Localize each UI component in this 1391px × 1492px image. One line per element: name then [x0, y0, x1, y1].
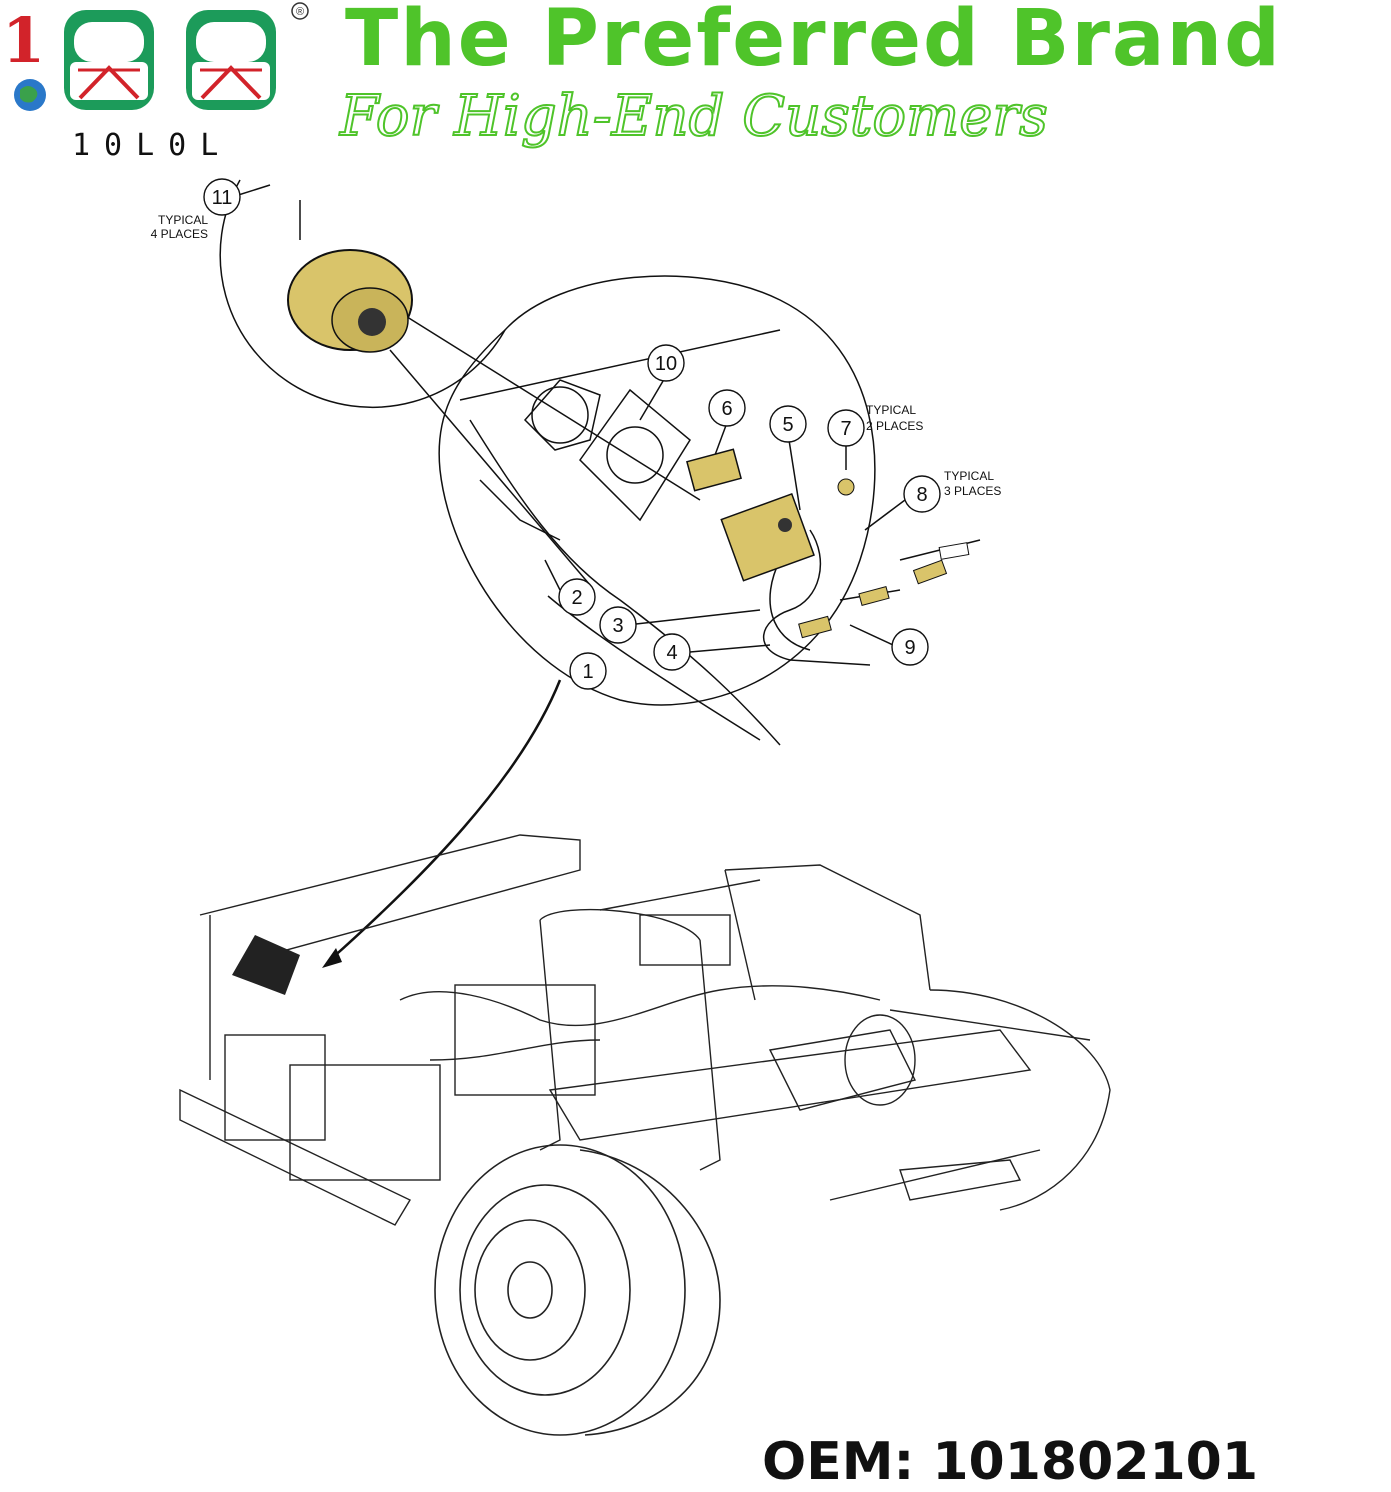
callout-7: 7	[827, 409, 865, 447]
callout-circle	[569, 652, 607, 690]
callout-circle	[558, 578, 596, 616]
callout-circle	[653, 633, 691, 671]
callout-number: 2	[571, 587, 582, 609]
callout-circle	[647, 344, 685, 382]
callout-number: 9	[904, 637, 915, 659]
callout-circle	[708, 389, 746, 427]
note-typical-4-line2: 4 PLACES	[151, 227, 208, 241]
logo-mark-icon: 1 ®	[2, 2, 309, 111]
callout-circle	[891, 628, 929, 666]
wheel-icon	[434, 1144, 721, 1436]
svg-text:1: 1	[2, 4, 45, 77]
callout-3: 3	[599, 606, 637, 644]
callout-9: 9	[891, 628, 929, 666]
callout-4: 4	[653, 633, 691, 671]
callout-number: 7	[840, 418, 851, 440]
gasket	[523, 379, 601, 451]
callout-6: 6	[708, 389, 746, 427]
note-typical-2-line2: 2 PLACES	[866, 419, 923, 433]
oem-part-number: OEM: 101802101	[762, 1432, 1259, 1492]
callout-2: 2	[558, 578, 596, 616]
callout-1: 1	[569, 652, 607, 690]
headline: The Preferred Brand	[345, 0, 1282, 84]
callout-circle	[769, 405, 807, 443]
callout-10: 10	[647, 344, 685, 382]
callout-circle	[599, 606, 637, 644]
solenoid-part-icon	[720, 492, 815, 582]
callout-number: 3	[612, 615, 623, 637]
charger-receptacle-icon	[232, 935, 300, 995]
connector-part-icon	[798, 542, 970, 639]
receptacle-part-icon	[287, 249, 413, 353]
note-typical-3-line2: 3 PLACES	[944, 484, 1001, 498]
logo-text: 10L0L	[72, 128, 233, 163]
callout-number: 4	[666, 642, 677, 664]
callout-5: 5	[769, 405, 807, 443]
callout-number: 5	[782, 414, 793, 436]
callout-circle	[203, 178, 241, 216]
callout-number: 1	[582, 661, 593, 683]
note-typical-2-line1: TYPICAL	[866, 403, 916, 417]
callout-8: 8	[903, 475, 941, 513]
note-typical-3-line1: TYPICAL	[944, 469, 994, 483]
detail-circle-small	[219, 179, 506, 408]
note-typical-4-line1: TYPICAL	[158, 213, 208, 227]
fuse-block-part-icon	[686, 448, 742, 492]
location-arrow	[329, 679, 562, 961]
detail-circle-large	[438, 275, 876, 706]
cap-part-icon	[837, 478, 855, 496]
golf-cart-illustration	[179, 834, 1111, 1226]
callout-number: 6	[721, 398, 732, 420]
callout-circle	[903, 475, 941, 513]
callout-circle	[827, 409, 865, 447]
mount-plate	[579, 388, 691, 522]
svg-text:®: ®	[296, 6, 304, 18]
callout-11: 11	[203, 178, 241, 216]
callout-number: 8	[916, 484, 927, 506]
callout-number: 11	[212, 187, 233, 209]
tagline: For High-End Customers	[339, 83, 1049, 150]
callout-number: 10	[655, 353, 677, 375]
brand-logo: 1 ® 10L0L	[0, 0, 320, 170]
